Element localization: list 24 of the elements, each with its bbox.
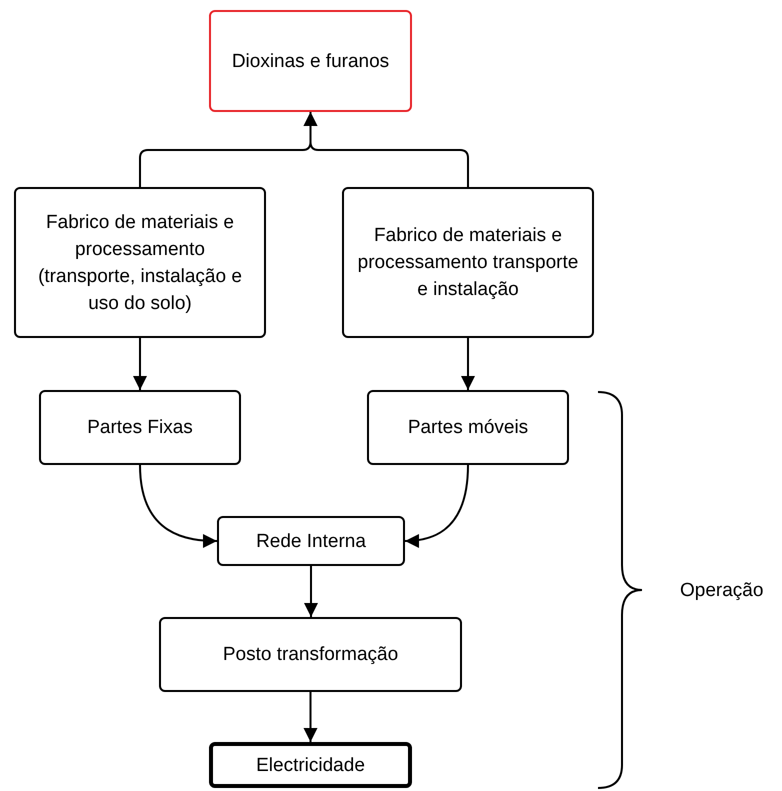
brace-label: Operação <box>680 579 764 603</box>
box-label: Fabrico de materiais e processamento (transporte, instalação e uso do solo) <box>37 210 243 316</box>
arrow <box>133 338 147 390</box>
box-label: Electricidade <box>256 754 365 778</box>
process-box <box>209 10 412 112</box>
process-box <box>209 742 412 788</box>
process-box <box>217 516 405 566</box>
arrow <box>304 692 318 742</box>
box-label: Fabrico de materiais e processamento transporte e instalação <box>356 224 580 302</box>
box-label: Dioxinas e furanos <box>232 50 390 74</box>
box-label: Partes Fixas <box>87 416 193 440</box>
arrow <box>404 464 469 548</box>
process-box <box>367 390 569 465</box>
process-box <box>39 390 241 465</box>
arrow <box>304 112 469 187</box>
box-label: Rede Interna <box>256 530 366 554</box>
process-box <box>14 187 266 338</box>
box-label: Posto transformação <box>222 643 398 667</box>
arrow <box>461 338 475 390</box>
arrow <box>304 566 318 617</box>
box-label: Partes móveis <box>408 416 528 440</box>
arrow <box>139 464 218 548</box>
process-box <box>159 617 462 692</box>
process-box <box>342 187 594 338</box>
